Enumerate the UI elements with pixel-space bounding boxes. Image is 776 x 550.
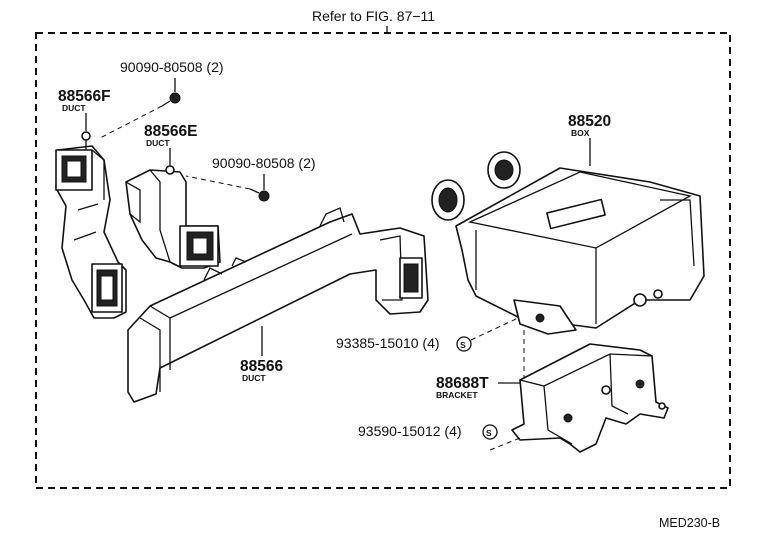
duct-88566e (125, 165, 221, 269)
s-symbol-icon: S (482, 424, 498, 440)
bolt-2-icon (249, 188, 270, 202)
s-symbol-icon: S (456, 336, 472, 352)
bracket-88688t (511, 343, 669, 453)
part-88566-number: 88566 (240, 358, 283, 375)
box-88520 (431, 151, 705, 335)
bolt-1-icon (161, 92, 181, 107)
svg-text:S: S (460, 340, 466, 350)
part-88688t-name: BRACKET (436, 390, 478, 400)
figure-code: MED230-B (659, 516, 720, 530)
part-88566f-name: DUCT (62, 103, 86, 113)
part-88566-name: DUCT (242, 373, 266, 383)
assembly-frame (35, 32, 731, 489)
part-88566f-number: 88566F (58, 88, 111, 105)
part-88520-name: BOX (571, 128, 590, 138)
duct-88566 (127, 207, 429, 403)
duct-88566f (55, 131, 127, 319)
part-88520-number: 88520 (568, 113, 611, 130)
part-88566e-number: 88566E (144, 123, 197, 140)
svg-text:S: S (486, 428, 492, 438)
fastener-3-label: 93385-15010 (4) (336, 335, 440, 351)
part-88566e-name: DUCT (146, 138, 170, 148)
fastener-4-label: 93590-15012 (4) (358, 423, 462, 439)
fastener-1-label: 90090-80508 (2) (120, 59, 224, 75)
fastener-2-label: 90090-80508 (2) (212, 155, 316, 171)
reference-label: Refer to FIG. 87−11 (312, 8, 435, 24)
part-88688t-number: 88688T (436, 375, 489, 392)
